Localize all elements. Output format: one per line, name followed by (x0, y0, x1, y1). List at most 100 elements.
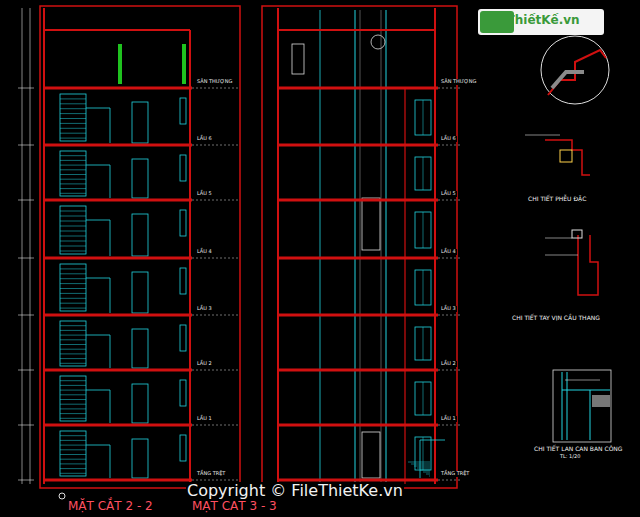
detail-hatch (552, 72, 584, 88)
watermark-logo: FileThiếtKế.vn (482, 14, 580, 27)
leader (545, 238, 572, 239)
frame (40, 6, 240, 488)
stair-step (60, 404, 86, 405)
window (180, 325, 186, 351)
floor-slab (44, 87, 192, 90)
stair-step (60, 268, 86, 269)
dimension-tick (18, 315, 34, 316)
floor-slab (278, 87, 438, 90)
door (132, 384, 148, 423)
level-line (192, 145, 240, 146)
level-label: SÂN THƯỢNG (196, 79, 233, 85)
column-line (320, 10, 321, 484)
stair-step (60, 293, 86, 294)
section-title: MẶT CẮT 2 - 2 (68, 500, 153, 513)
stair-rail (86, 220, 110, 256)
level-line (438, 145, 462, 146)
window-mullion (423, 270, 424, 305)
stair-step (60, 216, 86, 217)
stair-step (60, 169, 86, 170)
detail-line (548, 50, 606, 95)
dimension-tick (18, 200, 34, 201)
stair-step (60, 183, 86, 184)
level-line (438, 480, 462, 481)
window (415, 212, 431, 248)
level-line (192, 88, 240, 89)
door (132, 272, 148, 313)
stair-flight (60, 94, 86, 141)
stair-step (60, 221, 86, 222)
stair-step (60, 188, 86, 189)
stair-step (60, 155, 86, 156)
stair-step (60, 278, 86, 279)
level-label: LẦU 3 (440, 306, 457, 312)
detail-rect (560, 150, 572, 162)
stair-step (60, 459, 86, 460)
stair-step (60, 463, 86, 464)
stair-step (60, 193, 86, 194)
dimension-tick (18, 425, 34, 426)
stair-step (60, 179, 86, 180)
door (132, 102, 148, 143)
stair-step (60, 363, 86, 364)
detail-circle (541, 36, 609, 104)
floor-slab (278, 314, 438, 317)
logo-plate (478, 9, 604, 35)
level-line (192, 425, 240, 426)
roof-slab (44, 29, 190, 31)
dimension-tick (18, 258, 34, 259)
door (292, 44, 304, 74)
level-line (438, 370, 462, 371)
floor-slab (44, 369, 192, 372)
detail-line (578, 235, 598, 295)
floor-slab (44, 144, 192, 147)
level-label: TẦNG TRỆT (196, 471, 226, 477)
stair-step (60, 103, 86, 104)
dimension-tick (18, 145, 34, 146)
stair-step (60, 236, 86, 237)
stair-flight (60, 376, 86, 421)
stair-step (60, 231, 86, 232)
section-title: MẶT CẮT 3 - 3 (192, 500, 277, 513)
window (415, 437, 431, 470)
stair-step (60, 358, 86, 359)
stair-step (60, 335, 86, 336)
level-line (192, 315, 240, 316)
stair-step (60, 174, 86, 175)
leader (525, 135, 560, 136)
machine (371, 35, 385, 49)
detail-title: CHI TIẾT PHỄU ĐẶC (528, 196, 586, 203)
wall (434, 8, 436, 484)
level-line (438, 88, 462, 89)
stair-step (420, 470, 430, 471)
stair-step (429, 476, 430, 477)
floor-slab (44, 479, 192, 482)
stair-step (60, 251, 86, 252)
detail-title: CHI TIẾT TAY VỊN CẦU THANG (512, 315, 600, 322)
stair-rail (86, 445, 110, 478)
door (132, 159, 148, 198)
stair-rail (86, 165, 110, 198)
window (118, 44, 122, 84)
window (415, 327, 431, 360)
stair-step (426, 474, 430, 475)
stair-step (60, 308, 86, 309)
stair-step (60, 165, 86, 166)
stair-step (60, 449, 86, 450)
elevator-cabin (362, 432, 380, 478)
floor-slab (44, 424, 192, 427)
stair-flight (60, 321, 86, 366)
stair-step (60, 226, 86, 227)
level-label: SÂN THƯỢNG (440, 79, 477, 85)
elevator-rail (360, 10, 361, 484)
window (415, 157, 431, 190)
stair-step (60, 435, 86, 436)
stair-step (60, 303, 86, 304)
stair-step (60, 418, 86, 419)
stair-step (60, 440, 86, 441)
window (415, 270, 431, 305)
stair-step (60, 298, 86, 299)
stair-step (60, 133, 86, 134)
roof-slab (278, 29, 435, 31)
